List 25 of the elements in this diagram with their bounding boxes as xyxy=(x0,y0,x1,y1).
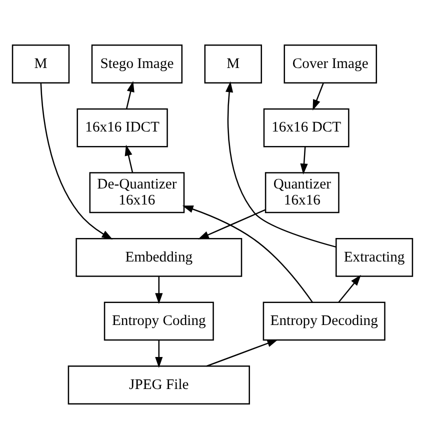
arrow xyxy=(155,276,163,304)
arrow xyxy=(126,80,134,108)
arrow xyxy=(312,82,324,110)
arrow xyxy=(226,80,336,248)
arrow xyxy=(124,144,134,172)
node-box: De-Quantizer 16x16 xyxy=(89,172,185,213)
node-box: M xyxy=(204,44,262,83)
node-box: Quantizer 16x16 xyxy=(264,172,340,213)
arrow xyxy=(182,204,313,302)
arrow xyxy=(300,146,308,174)
arrow xyxy=(198,208,266,239)
node-box: JPEG File xyxy=(68,365,250,404)
arrow xyxy=(338,274,361,302)
node-box: Embedding xyxy=(76,237,242,276)
node-box: 16x16 DCT xyxy=(263,108,350,147)
arrow xyxy=(206,338,278,366)
node-box: Stego Image xyxy=(91,44,183,83)
node-box: Entropy Decoding xyxy=(262,301,386,340)
arrow xyxy=(40,82,113,239)
node-box: Cover Image xyxy=(284,44,378,83)
node-box: Entropy Coding xyxy=(104,301,214,340)
node-box: M xyxy=(12,44,70,83)
node-box: Extracting xyxy=(336,237,414,276)
arrow xyxy=(155,340,163,368)
node-box: 16x16 IDCT xyxy=(76,108,168,147)
